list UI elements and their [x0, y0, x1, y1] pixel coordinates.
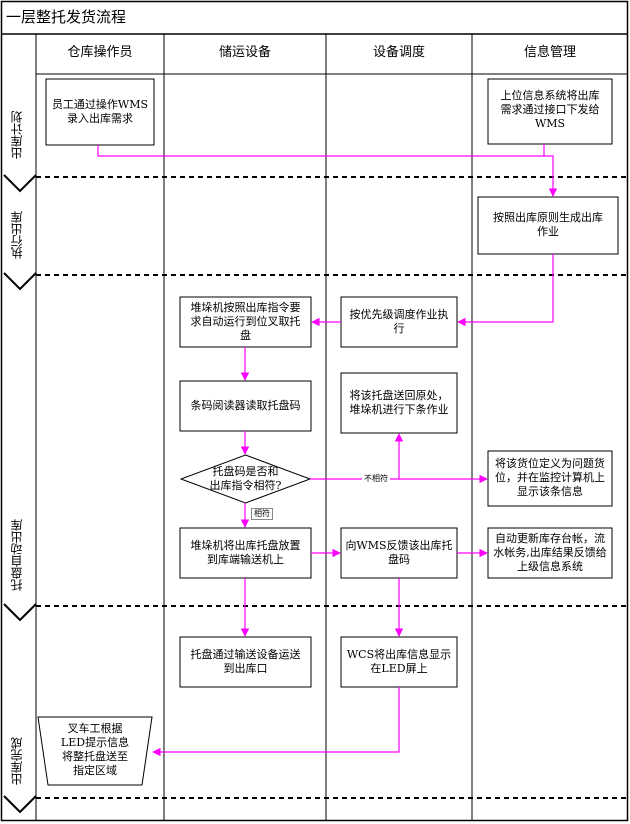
node-conveyor-box [179, 636, 312, 688]
lane-header-warehouse-operator: 仓库操作员 [67, 45, 133, 60]
node-conveyor-text: 托盘通过输送设备运送 到出库口 [190, 648, 301, 675]
arrow-led-to-forklift [152, 687, 400, 757]
arrow-generate-to-priority [457, 254, 554, 327]
node-wms-feedback-box [340, 527, 458, 579]
node-priority-exec-text: 按优先级调度作业执 行 [349, 308, 449, 335]
node-update-stock-box [487, 527, 613, 579]
node-forklift-trapezoid [37, 716, 153, 786]
process-boxes [45, 78, 619, 688]
phase-chevrons [3, 174, 37, 814]
node-problem-loc-box [487, 450, 613, 507]
node-barcode-read-text: 条码阅读器读取托盘码 [190, 399, 301, 412]
flow-arrows [97, 144, 558, 757]
node-return-pallet-text: 将该托盘送回原处， 堆垛机进行下条作业 [349, 389, 449, 416]
node-upper-system-text: 上位信息系统将出库 需求通过接口下发给 WMS [500, 89, 600, 130]
node-stacker-fetch-box [179, 296, 312, 348]
phase-label-complete: 出库完成 [10, 737, 24, 785]
lane-header-storage-equipment: 储运设备 [218, 45, 271, 60]
node-wms-feedback-text: 向WMS反馈该出库托 盘码 [345, 539, 453, 566]
lane-header-equipment-dispatch: 设备调度 [372, 45, 425, 60]
edge-label-match: 相符 [251, 508, 273, 520]
node-barcode-read-box [179, 380, 312, 432]
node-stacker-put-text: 堆垛机将出库托盘放置 到库端输送机上 [190, 539, 301, 566]
node-generate-job-box [477, 196, 619, 255]
lane-dividers [35, 34, 473, 820]
node-return-pallet-box [340, 372, 458, 434]
lane-header-information-management: 信息管理 [523, 45, 576, 60]
node-problem-loc-text: 将该货位定义为问题货 位，并在监控计算机上 显示该条信息 [495, 457, 605, 498]
node-wms-input-box [45, 78, 155, 146]
node-led-show-text: WCS将出库信息显示 在LED屏上 [346, 648, 452, 675]
arrow-wms-to-generate [97, 145, 558, 197]
node-upper-system-box [487, 78, 613, 145]
phase-label-plan: 出库计划 [10, 111, 24, 159]
node-priority-exec-box [340, 296, 458, 348]
node-wms-input-text: 员工通过操作WMS 录入出库需求 [51, 98, 149, 125]
node-led-show-box [340, 636, 458, 688]
phase-label-execute: 执行出库 [10, 211, 24, 259]
phase-label-auto-outbound: 托盘自动出库 [10, 519, 24, 591]
node-stacker-fetch-text: 堆垛机按照出库指令要 求自动运行到位叉取托 盘 [190, 301, 301, 342]
edge-label-no-match: 不相符 [362, 474, 390, 484]
node-decision-text: 托盘码是否和 出库指令相符? [209, 465, 282, 492]
node-forklift-text: 叉车工根据 LED提示信息 将整托盘送至 指定区域 [60, 722, 130, 777]
page-title: 一层整托发货流程 [6, 8, 127, 26]
node-generate-job-text: 按照出库原则生成出库 作业 [493, 211, 603, 238]
node-update-stock-text: 自动更新库存台帐，流 水帐务,出库结果反馈给 上级信息系统 [493, 532, 607, 573]
